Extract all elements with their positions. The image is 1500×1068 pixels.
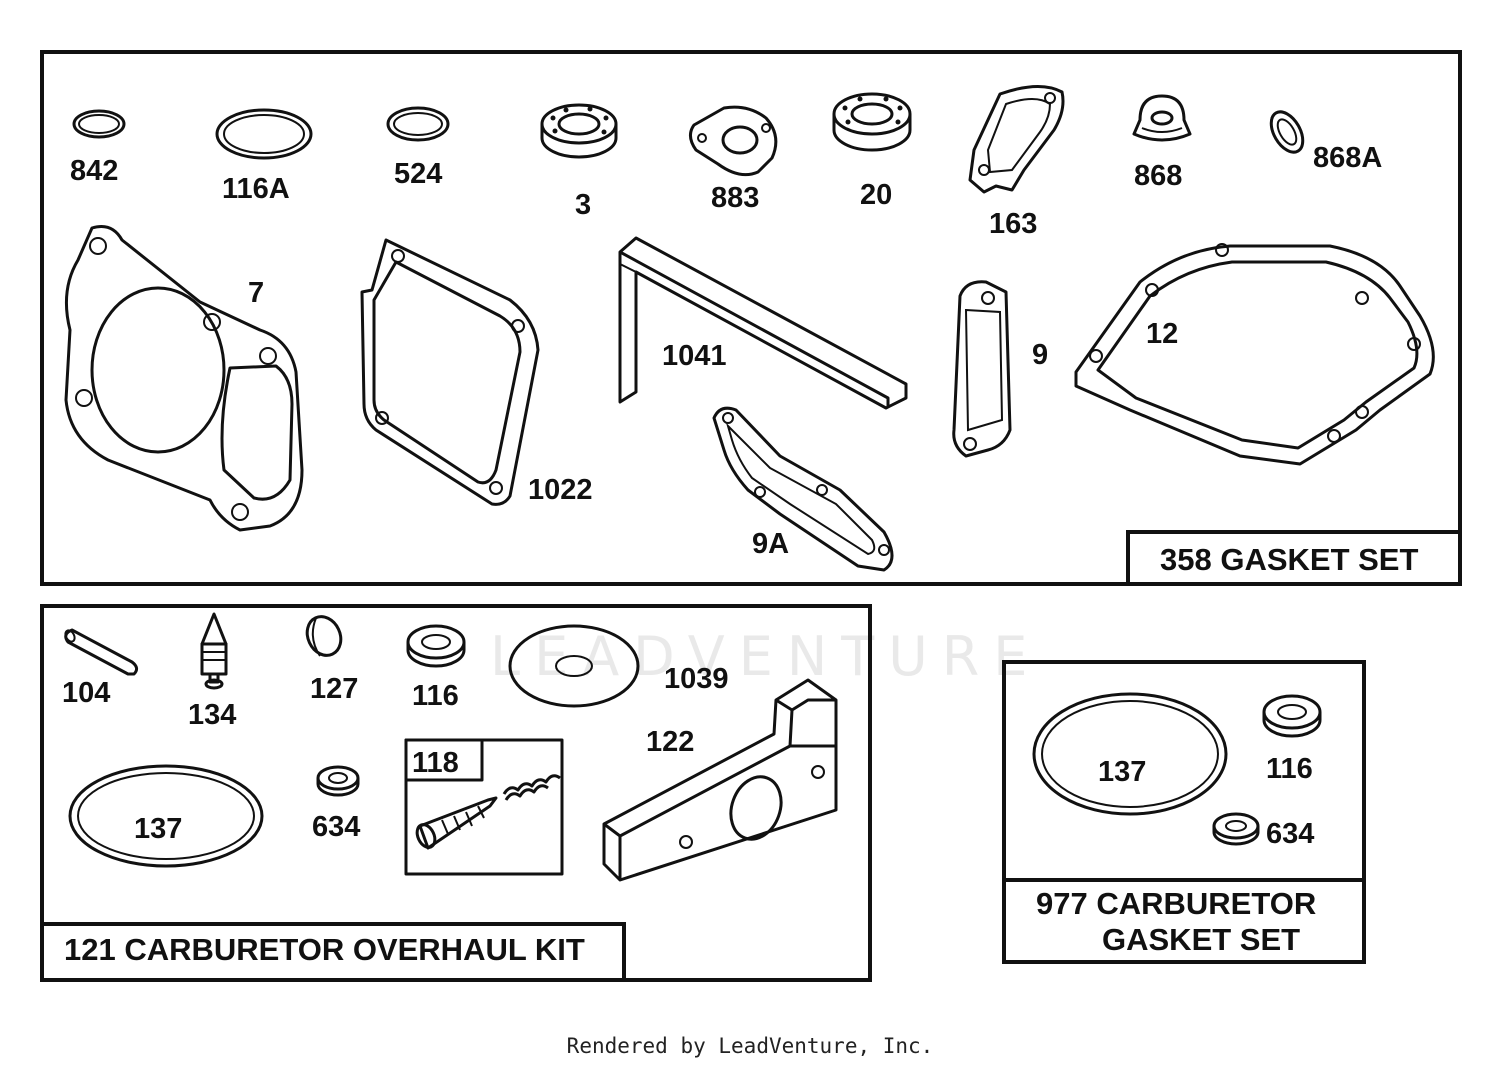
carb-overhaul-title-box bbox=[40, 922, 626, 982]
part-977-137-o-ring bbox=[1032, 692, 1228, 816]
part-122-spacer bbox=[602, 678, 838, 882]
part-634-washer bbox=[316, 765, 360, 797]
part-3-oil-seal bbox=[540, 103, 618, 159]
part-label-1039: 1039 bbox=[664, 663, 729, 695]
part-1041-seal-strip bbox=[618, 236, 908, 410]
part-label-3: 3 bbox=[575, 189, 591, 221]
part-137-o-ring bbox=[68, 764, 264, 868]
part-9-exhaust-gasket bbox=[952, 280, 1012, 458]
part-label-20: 20 bbox=[860, 179, 892, 211]
part-label-524: 524 bbox=[394, 158, 442, 190]
gasket-set-title-box bbox=[1126, 530, 1462, 586]
part-1039-diaphragm bbox=[508, 624, 640, 708]
part-label-127: 127 bbox=[310, 673, 358, 705]
part-label-1041: 1041 bbox=[662, 340, 727, 372]
part-118-label-box bbox=[404, 738, 484, 782]
part-9a-intake-gasket bbox=[712, 406, 894, 572]
part-label-883: 883 bbox=[711, 182, 759, 214]
part-label-116: 116 bbox=[412, 680, 459, 712]
part-20-oil-seal bbox=[832, 92, 912, 152]
part-118-box bbox=[404, 738, 564, 876]
part-116-washer bbox=[406, 624, 466, 668]
carb-gasket-title-line1: 977 CARBURETOR bbox=[1036, 886, 1316, 921]
part-977-116-washer bbox=[1262, 694, 1322, 738]
part-12-crankcase-gasket bbox=[1074, 243, 1435, 466]
part-label-104: 104 bbox=[62, 677, 110, 709]
part-label-868a: 868A bbox=[1313, 142, 1382, 174]
part-977-label-116: 116 bbox=[1266, 753, 1313, 785]
footer-credit: Rendered by LeadVenture, Inc. bbox=[566, 1034, 934, 1058]
part-842-o-ring bbox=[72, 109, 126, 139]
carb-gasket-box bbox=[1002, 660, 1366, 964]
part-883-gasket bbox=[689, 105, 778, 177]
part-label-122: 122 bbox=[646, 726, 694, 758]
part-127-welch-plug bbox=[305, 615, 343, 657]
part-label-9a: 9A bbox=[752, 528, 789, 560]
part-label-118: 118 bbox=[412, 747, 459, 779]
part-label-1022: 1022 bbox=[528, 474, 593, 506]
part-label-116a: 116A bbox=[222, 173, 290, 205]
part-977-label-137: 137 bbox=[1098, 756, 1146, 788]
carb-overhaul-title: 121 CARBURETOR OVERHAUL KIT bbox=[64, 932, 585, 967]
part-524-o-ring bbox=[386, 106, 450, 142]
part-868a-washer bbox=[1269, 110, 1305, 154]
part-977-634-washer bbox=[1212, 812, 1260, 846]
carb-gasket-title-line2: GASKET SET bbox=[1102, 922, 1300, 957]
part-label-163: 163 bbox=[989, 208, 1037, 240]
part-label-134: 134 bbox=[188, 699, 236, 731]
part-7-head-gasket bbox=[64, 225, 304, 532]
part-134-inlet-needle bbox=[200, 612, 228, 690]
part-163-gasket bbox=[968, 84, 1065, 194]
part-label-7: 7 bbox=[248, 277, 264, 309]
part-118-idle-screw bbox=[415, 774, 561, 850]
part-1022-breather-gasket bbox=[360, 238, 540, 506]
part-label-868: 868 bbox=[1134, 160, 1182, 192]
gasket-set-title: 358 GASKET SET bbox=[1160, 542, 1418, 577]
part-104-pin bbox=[64, 628, 139, 676]
part-868-valve-seal bbox=[1132, 94, 1192, 142]
part-label-137: 137 bbox=[134, 813, 182, 845]
part-label-12: 12 bbox=[1146, 318, 1178, 350]
part-label-9: 9 bbox=[1032, 339, 1048, 371]
part-label-634: 634 bbox=[312, 811, 360, 843]
part-116a-o-ring bbox=[215, 108, 313, 160]
gasket-set-box bbox=[40, 50, 1462, 586]
part-label-842: 842 bbox=[70, 155, 118, 187]
part-977-label-634: 634 bbox=[1266, 818, 1314, 850]
